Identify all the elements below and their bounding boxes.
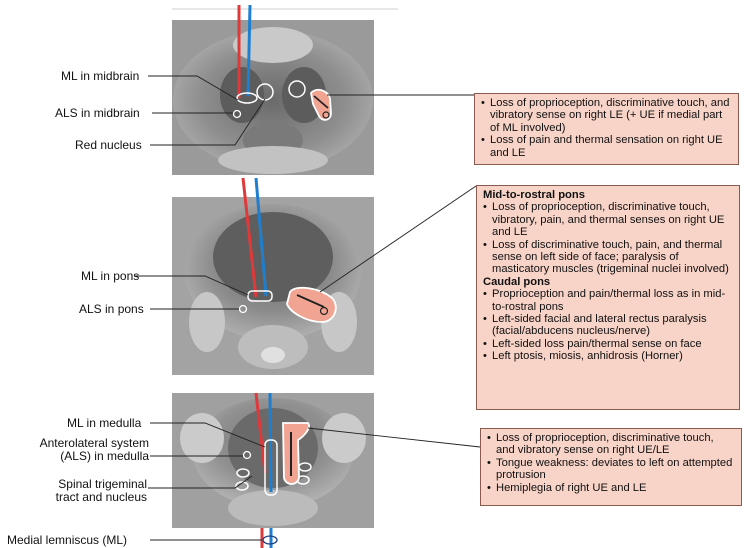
ml-tract-midbrain (248, 5, 250, 96)
red-nucleus-left (257, 84, 273, 100)
pons-heading-mid-rostral: Mid-to-rostral pons (483, 189, 733, 201)
pons-deficit-box: Mid-to-rostral pons Loss of propriocepti… (476, 185, 740, 410)
als-tract-medulla (256, 393, 265, 473)
ml-pons-outline (248, 291, 272, 301)
label-spinal-trigeminal: Spinal trigeminal tract and nucleus (35, 478, 147, 504)
midbrain-lesion (311, 90, 331, 120)
ml-tract-medulla (270, 393, 271, 492)
label-ml-medulla: ML in medulla (67, 417, 141, 430)
label-red-nucleus: Red nucleus (75, 139, 142, 152)
medulla-deficit-item: Loss of proprioception, discriminative t… (487, 432, 735, 457)
label-als-midbrain: ALS in midbrain (55, 107, 140, 120)
label-ml-pons: ML in pons (81, 270, 139, 283)
red-nucleus-right (289, 81, 305, 97)
pons-lesion (287, 288, 336, 322)
medulla-deficit-item: Tongue weakness: deviates to left on att… (487, 457, 735, 482)
pons-deficit-item: Proprioception and pain/thermal loss as … (483, 288, 733, 313)
als-tract-pons (243, 178, 256, 297)
als-midbrain-circle (234, 111, 241, 118)
medulla-deficit-item: Hemiplegia of right UE and LE (487, 482, 735, 494)
label-als-pons: ALS in pons (79, 303, 144, 316)
pons-heading-caudal: Caudal pons (483, 276, 733, 288)
medulla-deficit-box: Loss of proprioception, discriminative t… (480, 428, 742, 506)
pons-deficit-item: Left-sided facial and lateral rectus par… (483, 313, 733, 338)
als-pons-circle (240, 306, 247, 313)
label-als-medulla: Anterolateral system (ALS) in medulla (35, 437, 149, 463)
label-medial-lemniscus: Medial lemniscus (ML) (7, 534, 127, 547)
pons-deficit-item: Left-sided loss pain/thermal sense on fa… (483, 338, 733, 350)
pons-deficit-item: Loss of proprioception, discriminative t… (483, 201, 733, 238)
als-medulla-circle (244, 452, 251, 459)
midbrain-deficit-item: Loss of pain and thermal sensation on ri… (481, 134, 732, 159)
midbrain-deficit-item: Loss of proprioception, discriminative t… (481, 97, 732, 134)
midbrain-deficit-box: Loss of proprioception, discriminative t… (474, 93, 739, 165)
pons-deficit-item: Left ptosis, miosis, anhidrosis (Horner) (483, 350, 733, 362)
ml-tract-pons (256, 178, 266, 296)
pons-deficit-item: Loss of discriminative touch, pain, and … (483, 239, 733, 276)
label-ml-midbrain: ML in midbrain (61, 70, 139, 83)
medulla-lesion (283, 423, 309, 484)
